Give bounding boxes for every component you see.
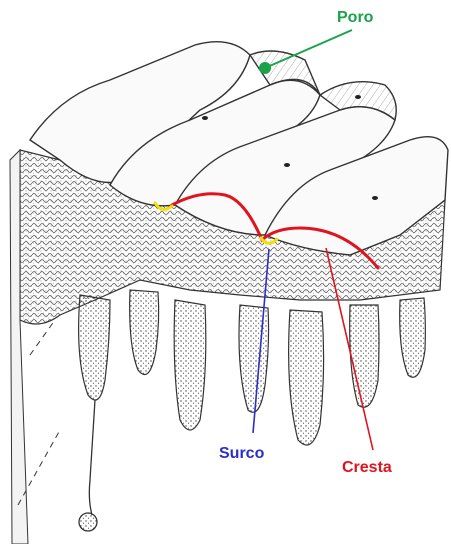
poro-label: Poro bbox=[337, 9, 374, 26]
sweat-duct bbox=[79, 400, 97, 531]
poro-leader-line bbox=[265, 30, 352, 68]
surco-label: Surco bbox=[219, 445, 265, 462]
cresta-label: Cresta bbox=[342, 459, 392, 476]
dermal-pegs bbox=[79, 290, 426, 445]
poro-marker-dot bbox=[259, 62, 271, 74]
